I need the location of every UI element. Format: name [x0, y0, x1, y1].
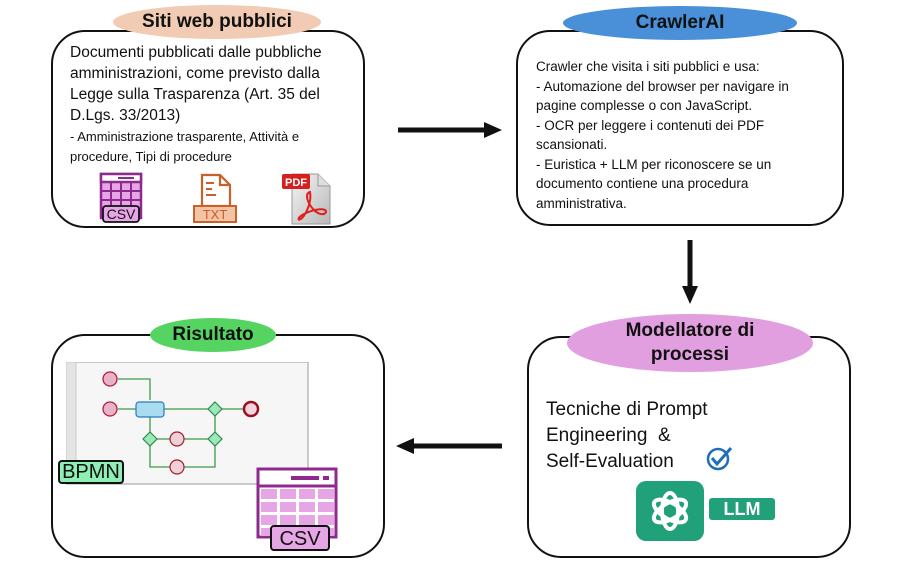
crawler-title-text: CrawlerAI [635, 12, 725, 33]
sources-subdescription: - Amministrazione trasparente, Attività … [70, 127, 299, 167]
arrow-right [398, 122, 502, 138]
modeler-title-line2: processi [650, 344, 730, 365]
sources-title-text: Siti web pubblici [142, 11, 292, 32]
modeler-description: Tecniche di Prompt Engineering & Self-Ev… [546, 397, 708, 475]
arrow-down [682, 240, 698, 304]
crawler-line: - OCR per leggere i contenuti dei PDF [536, 117, 765, 133]
llm-badge-text: LLM [723, 498, 761, 519]
crawler-line: Crawler che visita i siti pubblici e usa… [536, 59, 760, 74]
modeler-line: Engineering & [546, 425, 671, 446]
txt-icon-label: TXT [203, 207, 228, 222]
modeler-line: Self-Evaluation [546, 451, 674, 472]
modeler-title-line1: Modellatore di [625, 320, 755, 341]
csv-table-icon: CSV [256, 467, 338, 551]
sources-line: Documenti pubblicati dalle pubbliche [70, 44, 322, 61]
crawler-description: Crawler che visita i siti pubblici e usa… [536, 57, 789, 213]
sources-line: D.Lgs. 33/2013) [70, 107, 181, 124]
result-title-text: Risultato [172, 324, 254, 345]
sources-description: Documenti pubblicati dalle pubbliche amm… [70, 42, 322, 126]
llm-logo-icon [636, 481, 704, 541]
crawler-line: - Automazione del browser per navigare i… [536, 78, 789, 94]
modeler-title: Modellatore di processi [567, 314, 813, 372]
crawler-line: documento contiene una procedura [536, 176, 749, 191]
crawler-line: pagine complesse o con JavaScript. [536, 98, 753, 113]
csv-icon-label: CSV [107, 206, 136, 222]
llm-badge: LLM [709, 498, 775, 520]
sources-subline: procedure, Tipi di procedure [70, 149, 232, 164]
check-circle-icon [706, 447, 733, 471]
sources-line: amministrazioni, come previsto dalla [70, 65, 320, 82]
crawler-title: CrawlerAI [563, 6, 797, 40]
sources-title: Siti web pubblici [113, 5, 321, 39]
csv-table-label: CSV [279, 528, 321, 550]
arrow-left [396, 438, 502, 454]
sources-subline: - Amministrazione trasparente, Attività … [70, 129, 300, 144]
pdf-icon-label: PDF [285, 177, 307, 189]
modeler-line: Tecniche di Prompt [546, 399, 708, 420]
result-title: Risultato [150, 318, 276, 352]
bpmn-diagram [66, 362, 309, 485]
pdf-file-icon: PDF [282, 173, 331, 225]
crawler-line: scansionati. [536, 137, 608, 152]
crawler-line: amministrativa. [536, 195, 627, 211]
crawler-box [516, 30, 844, 226]
bpmn-badge-text: BPMN [62, 460, 120, 483]
sources-line: Legge sulla Trasparenza (Art. 35 del [70, 86, 320, 103]
csv-file-icon: CSV [99, 172, 143, 223]
bpmn-badge: BPMN [58, 460, 124, 484]
txt-file-icon: TXT [193, 173, 237, 223]
crawler-line: - Euristica + LLM per riconoscere se un [536, 156, 772, 172]
